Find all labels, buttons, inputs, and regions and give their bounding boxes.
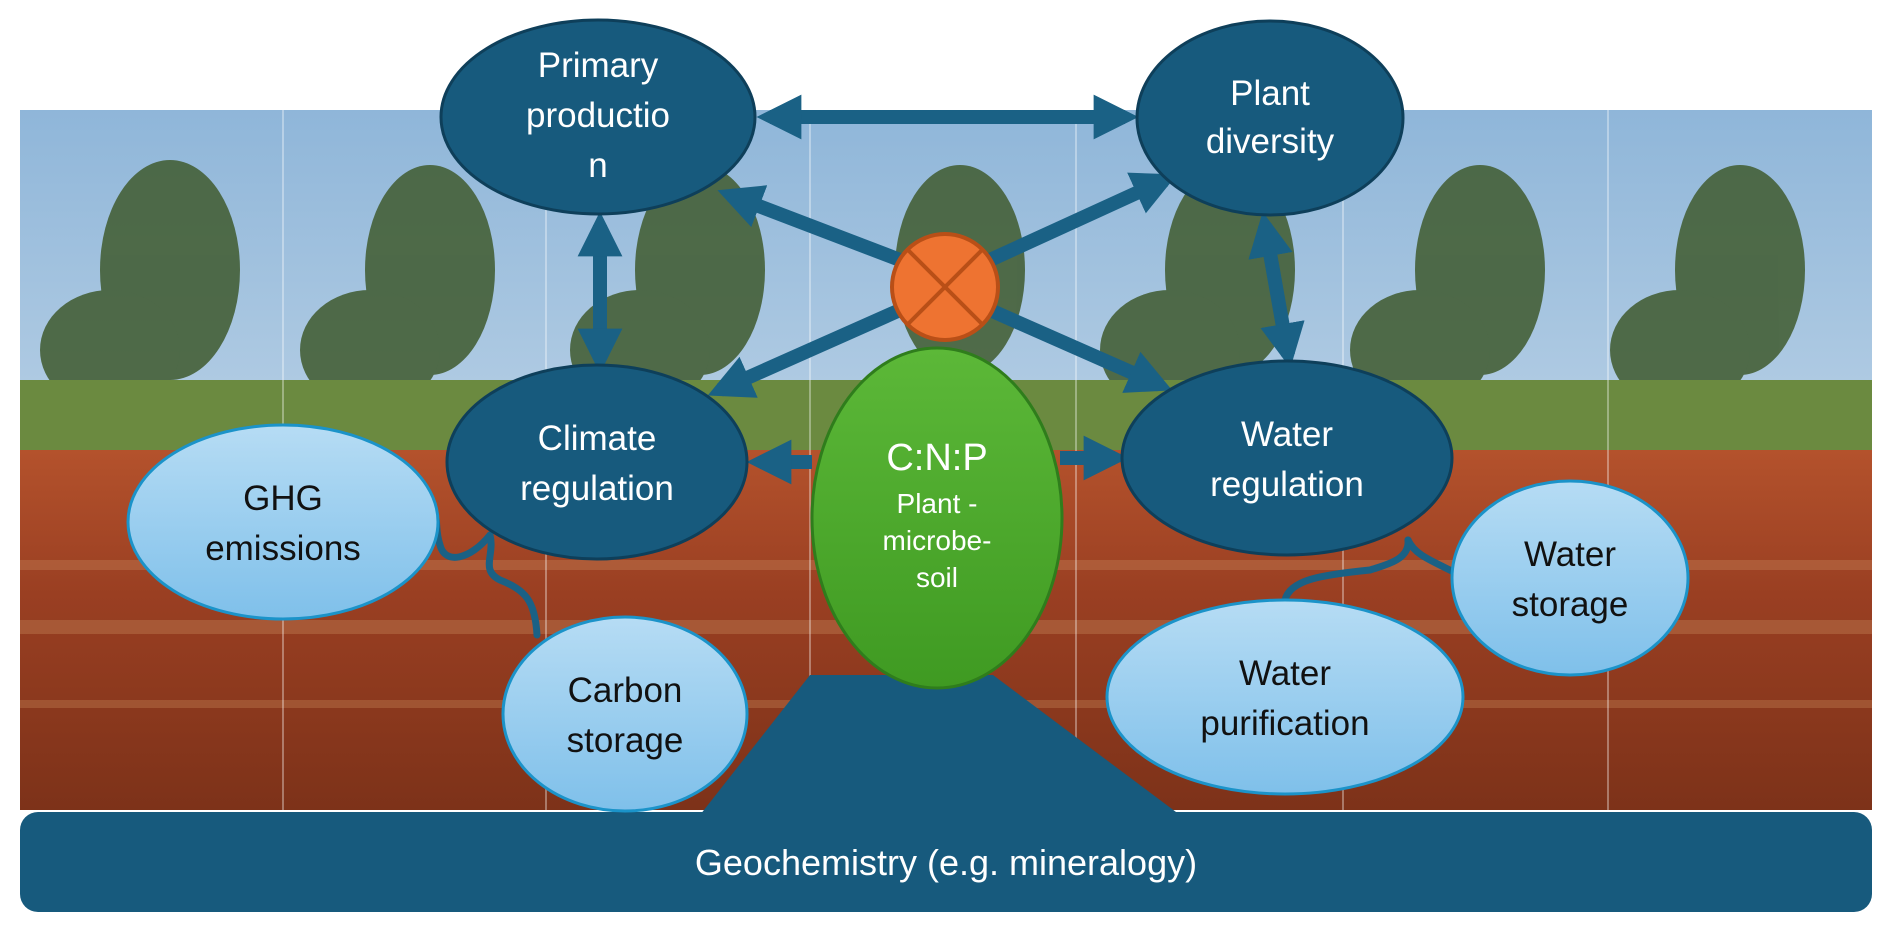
svg-text:Water: Water (1524, 535, 1616, 574)
geochemistry-label: Geochemistry (e.g. mineralogy) (695, 842, 1197, 883)
node-water-purification: Water purification (1105, 598, 1465, 796)
arrow-plant-to-water (1248, 211, 1305, 369)
circle-x-icon (890, 232, 1000, 342)
svg-text:Plant -: Plant - (897, 488, 978, 519)
svg-text:storage: storage (1512, 585, 1629, 624)
svg-text:Primary: Primary (538, 46, 659, 85)
node-primary-production: Primary productio n (439, 18, 757, 216)
node-cnp-center: C:N:P Plant - microbe- soil (810, 346, 1064, 690)
svg-text:regulation: regulation (520, 469, 674, 508)
arrow-center-to-climate (707, 303, 903, 398)
svg-text:GHG: GHG (243, 479, 323, 518)
svg-text:Climate: Climate (538, 419, 657, 458)
node-carbon-storage: Carbon storage (501, 615, 749, 813)
node-water-storage: Water storage (1450, 479, 1690, 677)
svg-text:microbe-: microbe- (883, 525, 992, 556)
svg-text:emissions: emissions (205, 529, 361, 568)
arrow-center-to-water (987, 303, 1173, 393)
svg-text:diversity: diversity (1206, 122, 1335, 161)
node-climate-regulation: Climate regulation (445, 363, 749, 561)
svg-text:purification: purification (1200, 704, 1369, 743)
center-title: C:N:P (886, 437, 987, 479)
svg-text:Plant: Plant (1230, 74, 1310, 113)
node-water-regulation: Water regulation (1120, 359, 1454, 557)
geochemistry-base: Geochemistry (e.g. mineralogy) (20, 675, 1872, 912)
node-plant-diversity: Plant diversity (1135, 19, 1405, 217)
svg-text:soil: soil (916, 562, 958, 593)
svg-text:Water: Water (1241, 415, 1333, 454)
svg-text:n: n (588, 146, 607, 185)
svg-text:regulation: regulation (1210, 465, 1364, 504)
svg-text:productio: productio (526, 96, 670, 135)
arrow-center-to-plant (987, 172, 1178, 267)
svg-text:Carbon: Carbon (568, 671, 683, 710)
svg-text:Water: Water (1239, 654, 1331, 693)
arrow-center-to-primary (717, 185, 903, 267)
relationship-arrows (577, 94, 1305, 485)
svg-text:storage: storage (567, 721, 684, 760)
node-ghg-emissions: GHG emissions (126, 423, 440, 621)
